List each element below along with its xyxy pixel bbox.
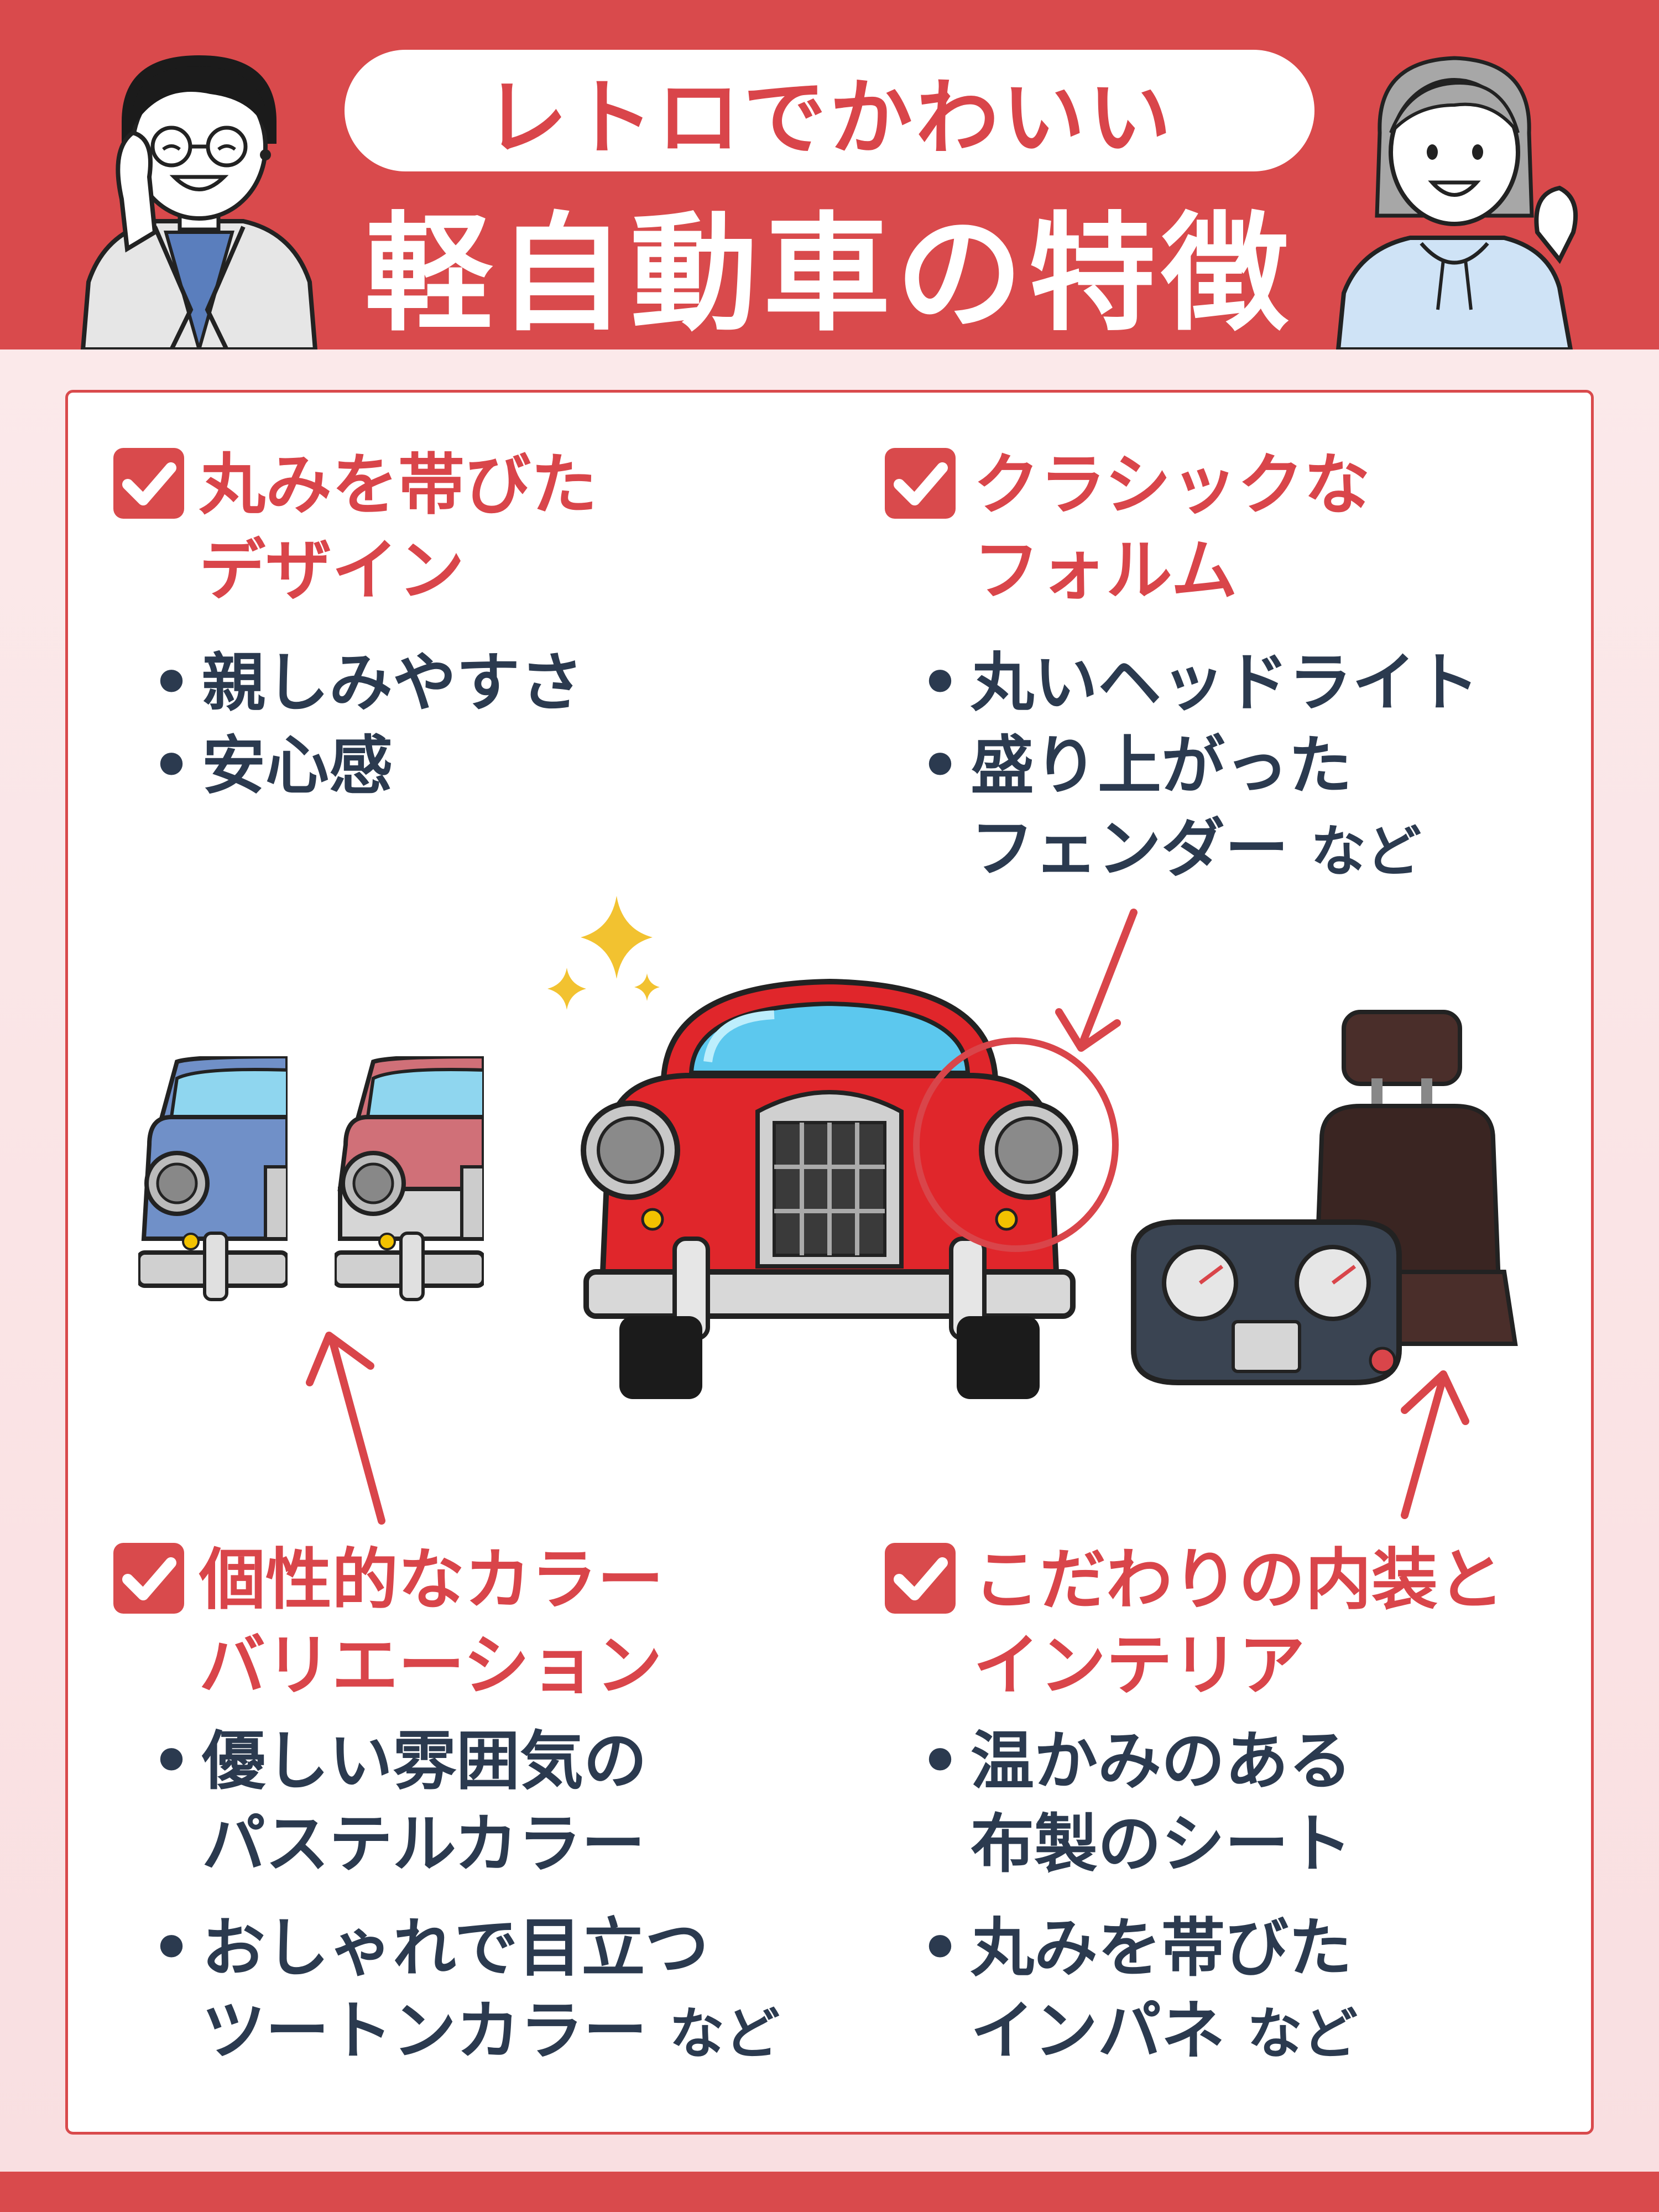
- instrument-panel-illustration: [1131, 1219, 1402, 1385]
- form-bullets: •丸いヘッドライト •盛り上がった フェンダー など: [918, 641, 1479, 893]
- list-item: •親しみやすさ: [151, 646, 584, 720]
- design-heading: 丸みを帯びた デザイン: [199, 442, 597, 614]
- highlight-circle-icon: [913, 1037, 1119, 1252]
- check-icon: [885, 448, 956, 519]
- list-item: •丸いヘッドライト: [920, 646, 1480, 720]
- check-icon: [113, 1543, 184, 1614]
- design-heading-line1: 丸みを帯びた: [199, 447, 597, 524]
- check-icon: [113, 448, 184, 519]
- list-item-continuation: ツートンカラー など: [202, 1994, 780, 2068]
- woman-with-glasses-illustration: [80, 55, 318, 349]
- form-heading-line2: フォルム: [973, 533, 1238, 609]
- interior-heading-line2: インテリア: [973, 1627, 1305, 1704]
- sparkle-icon: [547, 896, 660, 1010]
- color-heading: 個性的なカラー バリエーション: [199, 1537, 664, 1709]
- form-heading-line1: クラシックな: [973, 447, 1370, 524]
- pink-car-partial-illustration: [335, 1056, 484, 1301]
- footer-bar: [0, 2172, 1659, 2212]
- list-item-continuation: パステルカラー: [202, 1807, 645, 1881]
- gray-haired-woman-illustration: [1335, 56, 1578, 349]
- list-item-continuation: フェンダー など: [971, 812, 1422, 886]
- list-item-continuation: 布製のシート: [971, 1807, 1353, 1881]
- interior-heading-line1: こだわりの内装と: [973, 1542, 1504, 1619]
- design-heading-line2: デザイン: [199, 533, 465, 609]
- red-retro-car-illustration: [581, 978, 1078, 1399]
- design-bullets: •親しみやすさ •安心感: [149, 641, 583, 807]
- list-item: •優しい雰囲気の: [151, 1724, 648, 1798]
- list-item: •丸みを帯びた: [920, 1911, 1353, 1985]
- color-heading-line2: バリエーション: [199, 1627, 662, 1704]
- arrow-icon: [306, 1332, 385, 1525]
- arrow-icon: [1055, 909, 1138, 1052]
- interior-heading: こだわりの内装と インテリア: [973, 1537, 1504, 1709]
- list-item: •温かみのある: [920, 1724, 1353, 1798]
- form-heading: クラシックな フォルム: [973, 442, 1370, 614]
- color-heading-line1: 個性的なカラー: [199, 1542, 664, 1619]
- list-item: •盛り上がった: [920, 729, 1353, 803]
- arrow-icon: [1401, 1370, 1469, 1519]
- list-item: •おしゃれで目立つ: [151, 1911, 709, 1985]
- subtitle-text: レトロでかわいい: [484, 70, 1175, 166]
- page-title: 軽自動車の特徴: [364, 200, 1294, 348]
- list-item: •安心感: [151, 729, 393, 803]
- blue-car-partial-illustration: [138, 1056, 288, 1301]
- subtitle-pill: レトロでかわいい: [345, 50, 1314, 171]
- interior-bullets: •温かみのある 布製のシート •丸みを帯びた インパネ など: [918, 1720, 1358, 2075]
- check-icon: [885, 1543, 956, 1614]
- list-item-continuation: インパネ など: [971, 1994, 1358, 2068]
- color-bullets: •優しい雰囲気の パステルカラー •おしゃれで目立つ ツートンカラー など: [149, 1720, 780, 2075]
